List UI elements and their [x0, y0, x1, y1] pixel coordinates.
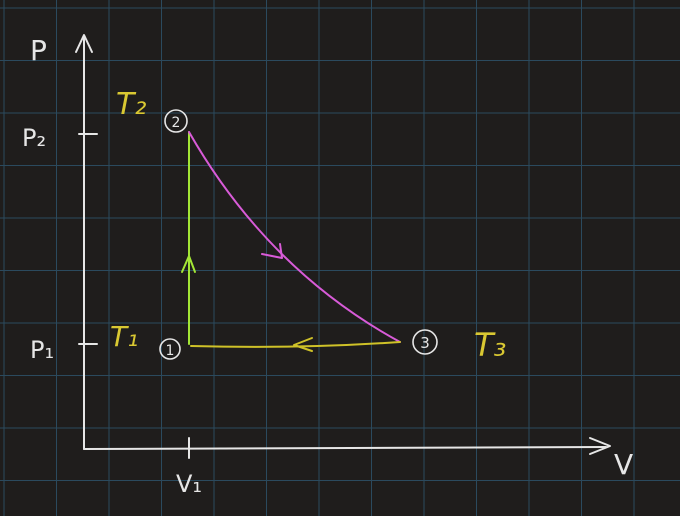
isotherm-direction-arrow: [261, 243, 283, 259]
v1-tick-label: V₁: [176, 470, 202, 498]
y-axis-label: P: [30, 34, 47, 67]
x-axis: [83, 446, 607, 450]
y-axis-arrowhead: [75, 34, 93, 53]
state-1-marker: 1: [159, 338, 181, 360]
p2-tick-label: P₂: [22, 124, 46, 152]
axes: [75, 34, 611, 459]
isochoric-direction-arrow: [181, 255, 196, 273]
x-axis-arrowhead: [589, 437, 611, 455]
state-3-marker: 3: [412, 329, 438, 355]
state-3-temperature-label: T₃: [474, 326, 506, 364]
state-2-temperature-label: T₂: [116, 87, 146, 122]
isobaric-direction-arrow: [293, 337, 313, 352]
state-2-marker: 2: [164, 109, 188, 133]
p1-tick-label: P₁: [30, 336, 54, 364]
state-1-number: 1: [166, 343, 175, 359]
state-2-number: 2: [172, 115, 181, 131]
state-1-temperature-label: T₁: [110, 320, 138, 353]
state-3-number: 3: [420, 334, 430, 352]
x-axis-label: V: [614, 448, 633, 481]
